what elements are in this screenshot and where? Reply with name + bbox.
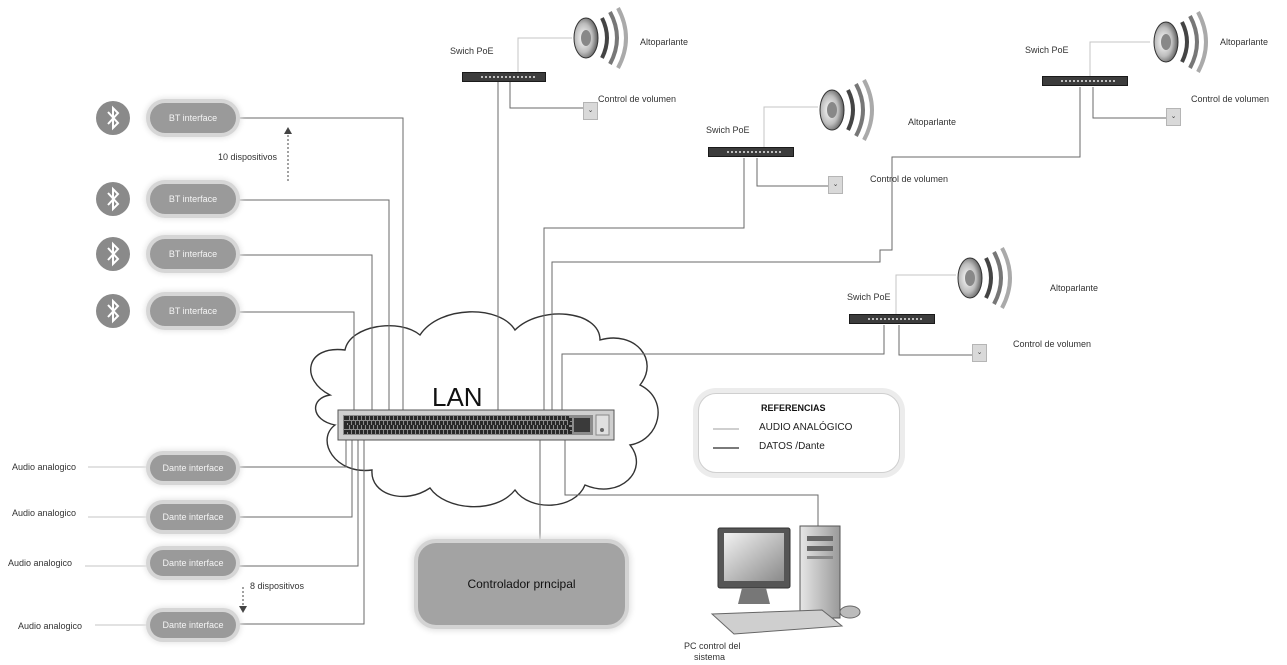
legend-label-analog: AUDIO ANALÓGICO [759, 422, 853, 433]
dante-interface: Dante interface [150, 550, 236, 576]
poe-switch [708, 147, 794, 157]
legend-swatch-data [713, 447, 739, 449]
poe-switch-label: Swich PoE [706, 125, 750, 135]
volume-control: ⌄ [1166, 108, 1181, 126]
analog-audio-label: Audio analogico [12, 462, 77, 472]
legend-label-data: DATOS /Dante [759, 441, 825, 452]
volume-control-label: Control de volumen [870, 174, 949, 184]
bluetooth-icon [96, 182, 130, 216]
volume-control-label: Control de volumen [1013, 339, 1092, 349]
poe-switch [1042, 76, 1128, 86]
poe-switch [462, 72, 546, 82]
bluetooth-icon [96, 294, 130, 328]
speaker-icon-zone-3 [1153, 11, 1208, 73]
dante-interface: Dante interface [150, 455, 236, 481]
speaker-label: Altoparlante [1050, 283, 1099, 293]
pc-label-line2: sistema [694, 652, 726, 662]
lan-label: LAN [432, 382, 483, 412]
volume-control: ⌄ [828, 176, 843, 194]
main-controller: Controlador prncipal [418, 543, 625, 625]
speaker-icon-zone-1 [573, 7, 628, 69]
analog-audio-label: Audio analogico [18, 621, 83, 631]
analog-lines [85, 37, 1150, 626]
volume-control-label: Control de volumen [598, 94, 677, 104]
bluetooth-icon [96, 237, 130, 271]
pc-icon [710, 525, 861, 635]
bt-interface: BT interface [150, 184, 236, 214]
poe-switch-label: Swich PoE [1025, 45, 1069, 55]
analog-audio-label: Audio analogico [12, 508, 77, 518]
volume-control: ⌄ [972, 344, 987, 362]
bluetooth-icon [96, 101, 130, 135]
dante-interface: Dante interface [150, 612, 236, 638]
lan-main-switch [337, 409, 615, 441]
lan-cloud [310, 311, 659, 508]
volume-control-label: Control de volumen [1191, 94, 1270, 104]
legend: REFERENCIAS AUDIO ANALÓGICO DATOS /Dante [698, 393, 900, 473]
speaker-label: Altoparlante [1220, 37, 1269, 47]
dante-interface: Dante interface [150, 504, 236, 530]
bt-interface: BT interface [150, 239, 236, 269]
bt-interface: BT interface [150, 103, 236, 133]
analog-audio-label: Audio analogico [8, 558, 73, 568]
legend-title: REFERENCIAS [761, 403, 826, 413]
legend-swatch-analog [713, 428, 739, 430]
speaker-label: Altoparlante [640, 37, 689, 47]
poe-switch-label: Swich PoE [450, 46, 494, 56]
pc-label-line1: PC control del [684, 641, 741, 651]
poe-switch [849, 314, 935, 324]
data-lines [238, 80, 1170, 625]
bt-interface: BT interface [150, 296, 236, 326]
speaker-label: Altoparlante [908, 117, 957, 127]
dante-devices-note: 8 dispositivos [250, 581, 305, 591]
poe-switch-label: Swich PoE [847, 292, 891, 302]
speaker-icon-zone-4 [957, 247, 1012, 309]
speaker-icon-zone-2 [819, 79, 874, 141]
bt-devices-note: 10 dispositivos [218, 152, 278, 162]
volume-control: ⌄ [583, 102, 598, 120]
